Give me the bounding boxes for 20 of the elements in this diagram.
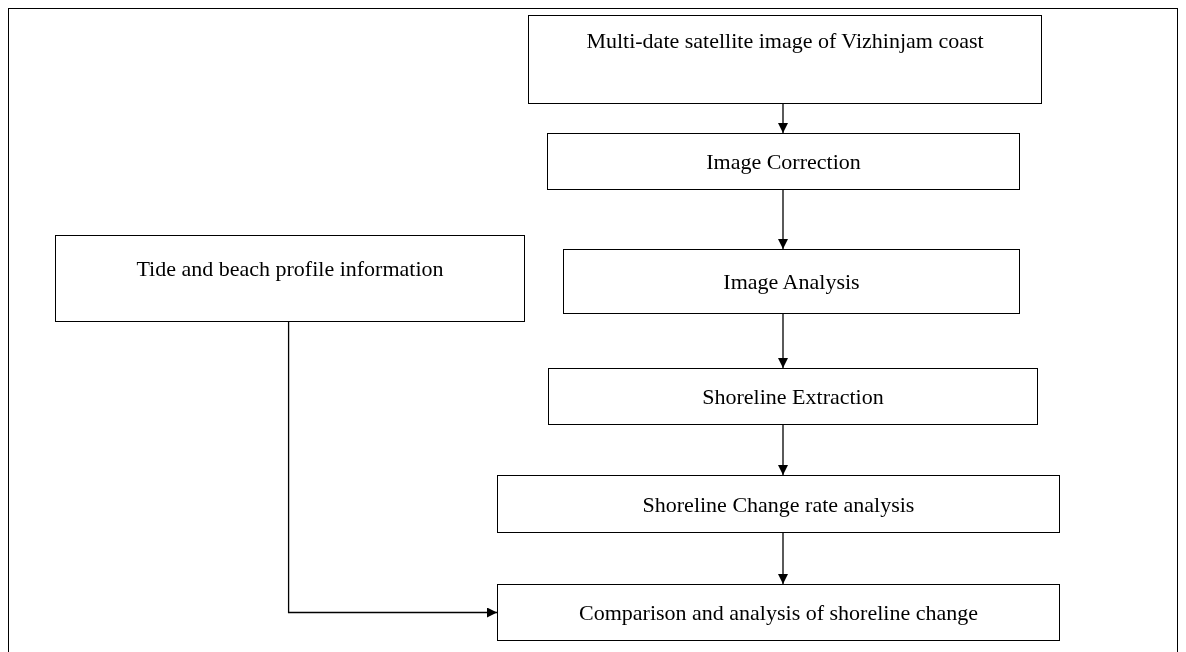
box-label: Shoreline Extraction	[702, 383, 884, 411]
process-box	[528, 15, 1042, 104]
arrow	[778, 424, 788, 476]
arrow	[778, 313, 788, 369]
box-label: Image Correction	[706, 148, 861, 176]
process-box	[563, 249, 1020, 314]
process-box	[497, 475, 1060, 533]
process-box	[497, 584, 1060, 641]
box-label: Tide and beach profile information	[136, 255, 444, 283]
box-label: Multi-date satellite image of Vizhinjam coast	[586, 27, 984, 55]
box-label: Comparison and analysis of shoreline change	[579, 599, 978, 627]
process-box	[548, 368, 1038, 425]
box-label: Image Analysis	[723, 268, 860, 296]
process-box	[547, 133, 1020, 190]
arrow	[287, 321, 498, 618]
box-label: Shoreline Change rate analysis	[642, 490, 915, 519]
arrow	[778, 189, 788, 250]
process-box	[55, 235, 525, 322]
arrow	[778, 103, 788, 134]
arrow	[778, 532, 788, 585]
